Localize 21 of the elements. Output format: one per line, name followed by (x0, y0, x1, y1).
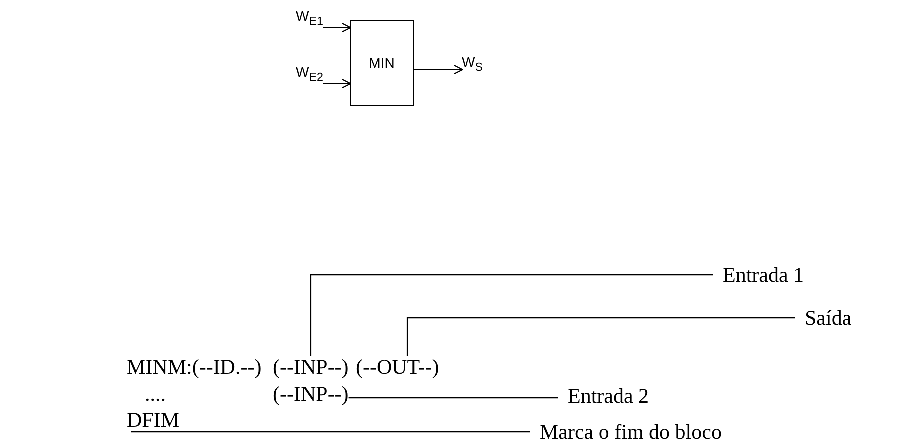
leader-line (348, 397, 558, 399)
arrow (323, 78, 352, 89)
input-label: W$_{E1}$ (296, 8, 324, 30)
syntax-text: (--INP--) (273, 383, 349, 405)
block-box: MIN (350, 20, 414, 106)
leader-line (310, 274, 713, 356)
annotation-text: Saída (805, 307, 852, 329)
syntax-text: (--INP--) (273, 356, 349, 378)
leader-line (406, 317, 795, 356)
annotation-text: Entrada 1 (723, 264, 804, 286)
syntax-text: DFIM (127, 409, 180, 431)
output-label: W$_{S}$ (462, 54, 483, 76)
arrow (323, 22, 352, 33)
annotation-text: Entrada 2 (568, 385, 650, 407)
arrow (414, 64, 464, 75)
input-label: W$_{E2}$ (296, 64, 324, 86)
syntax-text: (--OUT--) (356, 356, 440, 378)
annotation-text: Marca o fim do bloco (540, 421, 722, 443)
ellipsis-text: .... (145, 383, 166, 405)
syntax-text: MINM:(--ID.--) (127, 356, 262, 378)
leader-line (131, 430, 530, 433)
